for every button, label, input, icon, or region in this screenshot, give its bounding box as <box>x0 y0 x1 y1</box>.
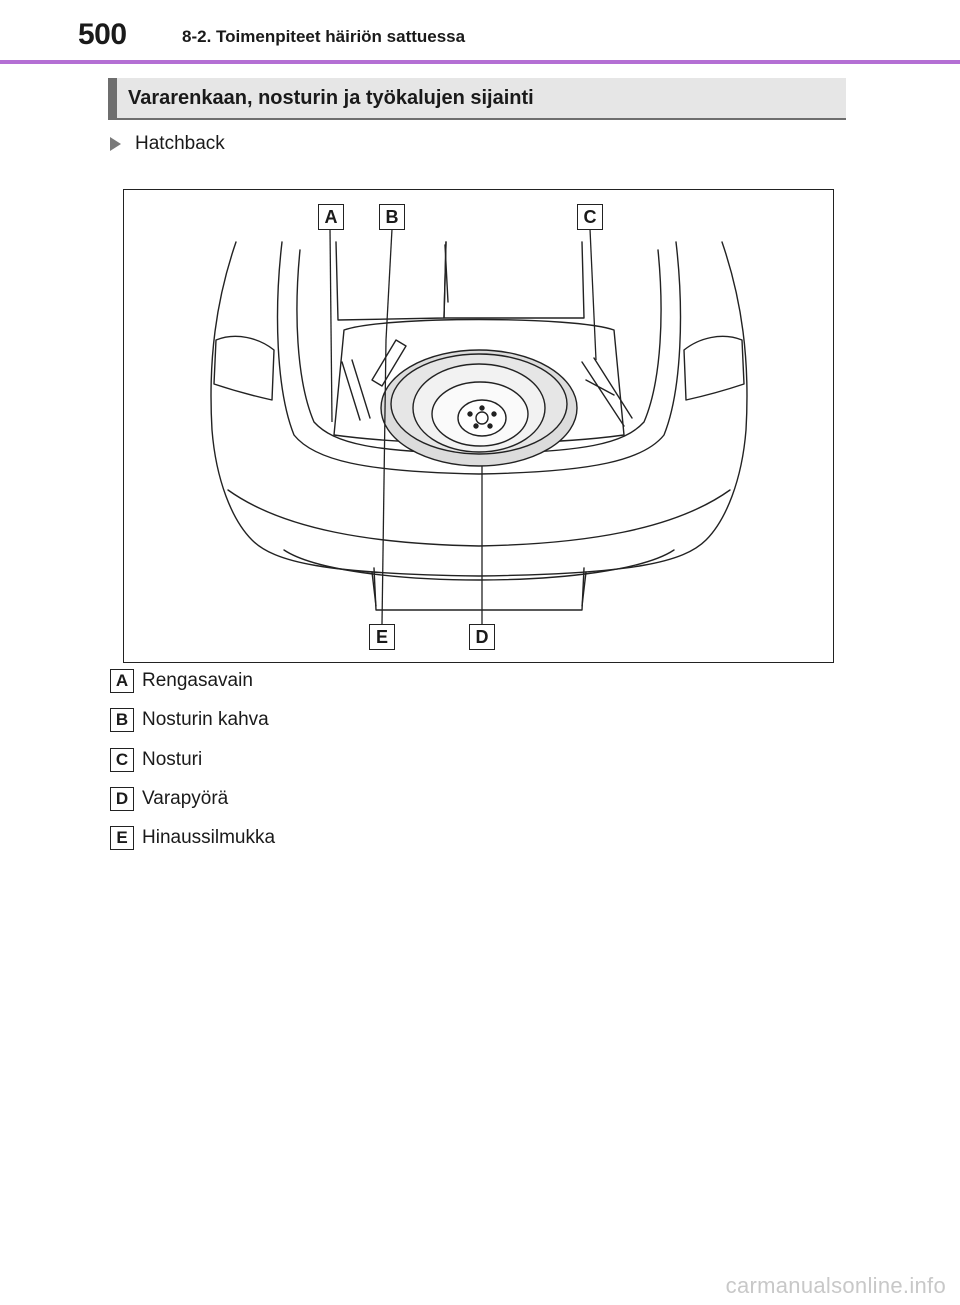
seat-back-right <box>443 241 585 319</box>
legend-text: Nosturi <box>142 749 203 770</box>
spare-tire <box>380 349 578 467</box>
legend-text: Rengasavain <box>142 670 253 691</box>
section-heading-bar <box>108 78 117 118</box>
bumper-outline <box>227 489 731 547</box>
legend-badge: E <box>110 826 134 850</box>
section-title: Vararenkaan, nosturin ja työkalujen sija… <box>128 87 534 109</box>
legend-text: Varapyörä <box>142 788 229 809</box>
legend-item-b: B Nosturin kahva <box>110 707 269 733</box>
callout-c: C <box>577 204 603 230</box>
car-body-outline <box>210 241 748 577</box>
header-divider <box>0 60 960 64</box>
jack-handle-outline <box>371 339 407 387</box>
section-heading: Vararenkaan, nosturin ja työkalujen sija… <box>108 78 846 120</box>
legend-item-a: A Rengasavain <box>110 668 253 694</box>
legend-item-e: E Hinaussilmukka <box>110 825 275 851</box>
legend-badge: A <box>110 669 134 693</box>
legend-badge: C <box>110 748 134 772</box>
diffuser <box>373 567 585 611</box>
seat-split-line <box>444 244 449 303</box>
callout-d: D <box>469 624 495 650</box>
legend-item-c: C Nosturi <box>110 747 202 773</box>
legend-badge: B <box>110 708 134 732</box>
bumper-lower <box>283 549 675 581</box>
variant-label: Hatchback <box>135 133 225 154</box>
callout-b: B <box>379 204 405 230</box>
page-number: 500 <box>78 18 127 51</box>
leader-line-b <box>385 228 393 341</box>
leader-line-a <box>329 228 333 423</box>
trunk-opening <box>276 241 682 475</box>
trunk-illustration: A B C D E <box>123 189 834 663</box>
jack-outline <box>581 357 633 427</box>
callout-a: A <box>318 204 344 230</box>
leader-line-e <box>381 339 387 625</box>
legend-item-d: D Varapyörä <box>110 786 228 812</box>
right-tail-light <box>683 335 745 401</box>
variant-heading: Hatchback <box>110 132 225 156</box>
trunk-drawing <box>210 228 748 625</box>
wrench-outline <box>341 359 371 421</box>
chapter-title: 8-2. Toimenpiteet häiriön sattuessa <box>182 27 466 46</box>
watermark: carmanualsonline.info <box>725 1273 946 1298</box>
legend-text: Nosturin kahva <box>142 709 269 730</box>
left-tail-light <box>213 335 275 401</box>
callout-e: E <box>369 624 395 650</box>
legend-text: Hinaussilmukka <box>142 827 276 848</box>
triangle-bullet-icon <box>110 137 121 151</box>
legend-badge: D <box>110 787 134 811</box>
leader-line-c <box>589 228 597 361</box>
